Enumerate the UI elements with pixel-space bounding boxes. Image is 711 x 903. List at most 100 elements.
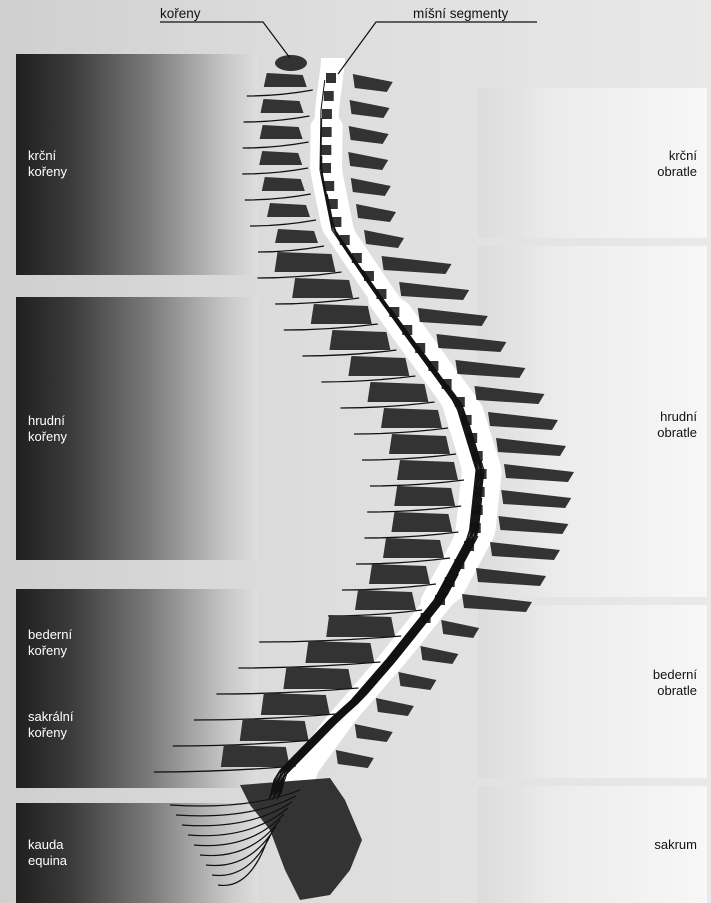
nerve-root-line	[354, 428, 448, 434]
roots-pointer-line	[160, 22, 290, 58]
nerve-root-line	[242, 168, 308, 174]
cervical-vertebrae-line2: obratle	[657, 164, 697, 180]
lumbar-vertebrae-line1: bederní	[653, 667, 697, 683]
spinous-process	[348, 152, 388, 170]
nerve-root-line	[342, 584, 436, 590]
vertebral-body	[329, 330, 390, 350]
spinous-process	[382, 256, 452, 274]
cervical-roots-line2: kořeny	[28, 164, 67, 180]
spinous-process	[418, 308, 488, 326]
skull-base-shape	[275, 55, 307, 71]
nerve-root-line	[302, 350, 396, 356]
cauda-equina-line1: kauda	[28, 837, 67, 853]
nerve-root-line	[258, 246, 324, 252]
vertebral-body	[264, 73, 307, 87]
spinous-process	[336, 750, 374, 768]
cervical-roots-label: krční kořeny	[28, 148, 67, 180]
thoracic-vertebrae-label: hrudní obratle	[657, 409, 697, 441]
thoracic-vertebrae-line1: hrudní	[657, 409, 697, 425]
spinous-process	[476, 568, 546, 586]
spinous-process	[496, 438, 566, 456]
spinal-segment-marker	[321, 145, 331, 155]
cervical-roots-line1: krční	[28, 148, 67, 164]
spinous-process	[501, 490, 571, 508]
spinous-process	[350, 100, 390, 118]
spinous-process	[455, 360, 525, 378]
nerve-root-line	[284, 324, 378, 330]
spinous-process	[398, 672, 436, 690]
spinal-segment-marker	[322, 109, 332, 119]
vertebral-body	[275, 252, 336, 272]
nerve-root-line	[356, 558, 450, 564]
spinous-process	[462, 594, 532, 612]
spinal-segment-marker	[326, 73, 336, 83]
spinous-process	[355, 724, 393, 742]
spinous-process	[353, 74, 393, 92]
spinous-process	[441, 620, 479, 638]
vertebral-body	[262, 177, 305, 191]
spinal-segment-marker	[322, 127, 332, 137]
vertebral-body	[267, 203, 310, 217]
spinous-process	[488, 412, 558, 430]
lumbar-vertebrae-label: bederní obratle	[653, 667, 697, 699]
thoracic-vertebrae-line2: obratle	[657, 425, 697, 441]
vertebral-body	[394, 486, 455, 506]
nerve-root-line	[243, 142, 309, 148]
spinous-process	[349, 126, 389, 144]
vertebral-body	[283, 667, 352, 689]
cauda-equina-line2: equina	[28, 853, 67, 869]
nerve-root-line	[370, 480, 464, 486]
vertebral-body	[260, 125, 303, 139]
lumbar-roots-line2: kořeny	[28, 643, 72, 659]
thoracic-roots-line2: kořeny	[28, 429, 67, 445]
sacrum-shape	[240, 778, 362, 900]
spinous-process	[356, 204, 396, 222]
vertebral-body	[221, 745, 290, 767]
vertebral-body	[261, 693, 330, 715]
spinous-process	[436, 334, 506, 352]
lumbar-roots-line1: bederní	[28, 627, 72, 643]
vertebral-body	[305, 641, 374, 663]
spinous-process	[504, 464, 574, 482]
cervical-vertebrae-label: krční obratle	[657, 148, 697, 180]
spinous-process	[351, 178, 391, 196]
nerve-root-line	[340, 402, 434, 408]
sacral-roots-line1: sakrální	[28, 709, 74, 725]
vertebral-body	[311, 304, 372, 324]
vertebral-body	[259, 151, 302, 165]
thoracic-roots-label: hrudní kořeny	[28, 413, 67, 445]
segments-pointer-line	[338, 22, 537, 74]
nerve-root-line	[362, 454, 456, 460]
nerve-root-line	[247, 90, 313, 96]
vertebral-body	[240, 719, 309, 741]
spinous-process	[420, 646, 458, 664]
spinal-segment-marker	[324, 91, 334, 101]
vertebral-body	[397, 460, 458, 480]
vertebral-body	[326, 615, 395, 637]
spinous-process	[364, 230, 404, 248]
vertebral-body	[369, 564, 430, 584]
roots-top-label: kořeny	[160, 6, 201, 21]
vertebral-body	[275, 229, 318, 243]
vertebral-body	[348, 356, 409, 376]
nerve-root-line	[367, 506, 461, 512]
nerve-root-line	[364, 532, 458, 538]
nerve-root-line	[321, 376, 415, 382]
spinous-process	[498, 516, 568, 534]
vertebral-body	[381, 408, 442, 428]
lumbar-vertebrae-line2: obratle	[653, 683, 697, 699]
cauda-equina-label: kauda equina	[28, 837, 67, 869]
sacral-roots-label: sakrální kořeny	[28, 709, 74, 741]
vertebral-body	[367, 382, 428, 402]
spinous-process	[490, 542, 560, 560]
vertebral-body	[292, 278, 353, 298]
thoracic-roots-line1: hrudní	[28, 413, 67, 429]
vertebral-body	[389, 434, 450, 454]
nerve-root-line	[275, 298, 359, 304]
vertebral-body	[355, 590, 416, 610]
vertebral-body	[383, 538, 444, 558]
nerve-root-line	[250, 220, 316, 226]
lumbar-roots-label: bederní kořeny	[28, 627, 72, 659]
